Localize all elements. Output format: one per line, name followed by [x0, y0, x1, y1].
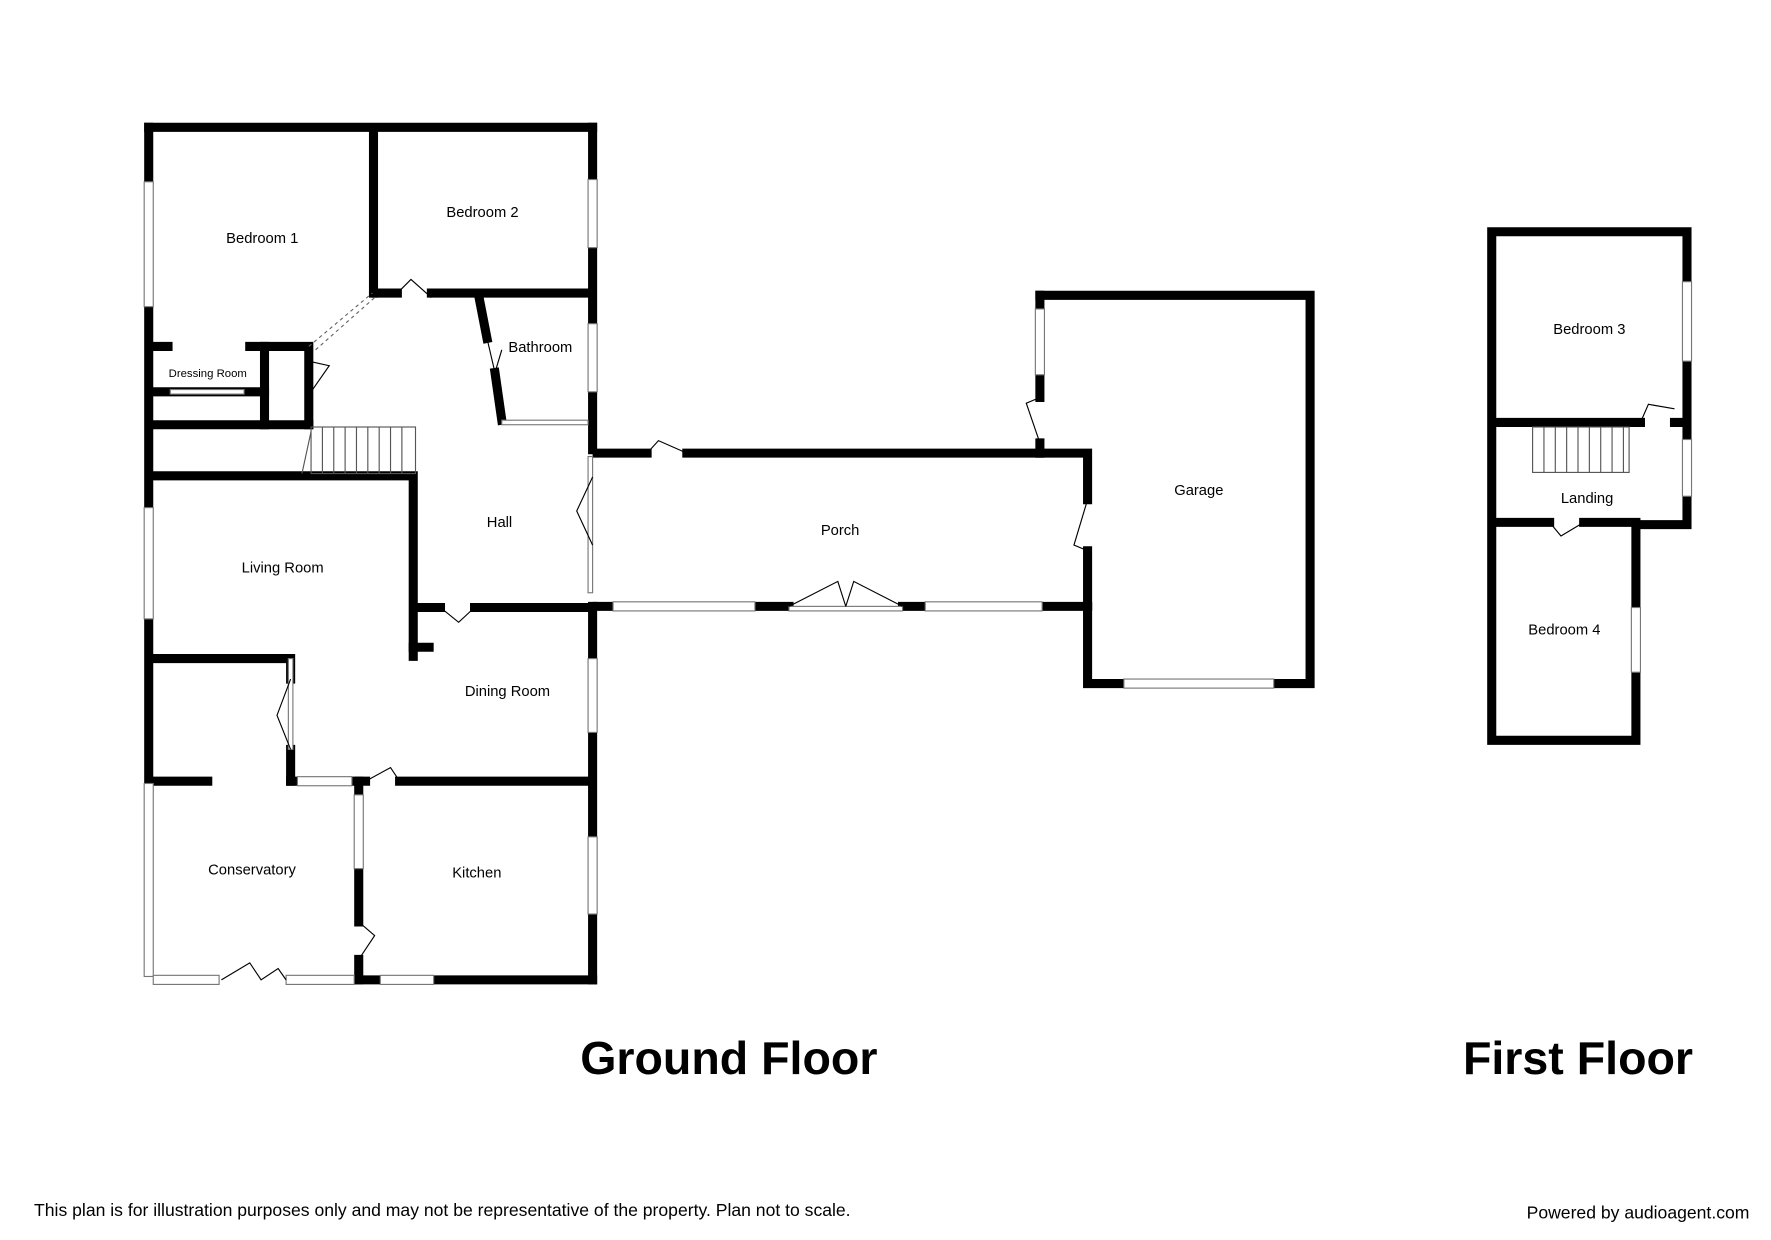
room-label-garage: Garage	[1174, 483, 1223, 499]
room-label-dining-room: Dining Room	[465, 684, 550, 700]
disclaimer-text: This plan is for illustration purposes o…	[34, 1200, 851, 1220]
room-label-porch: Porch	[821, 523, 860, 539]
first-floor-title: First Floor	[1463, 1032, 1693, 1084]
room-label-bedroom-3: Bedroom 3	[1553, 322, 1625, 338]
room-label-hall: Hall	[487, 515, 512, 531]
room-label-landing: Landing	[1561, 491, 1614, 507]
room-label-dressing-room: Dressing Room	[169, 368, 247, 380]
room-label-bedroom-2: Bedroom 2	[446, 205, 518, 221]
ground-floor-title: Ground Floor	[580, 1032, 877, 1084]
room-label-bedroom-1: Bedroom 1	[226, 231, 298, 247]
room-label-kitchen: Kitchen	[452, 866, 501, 882]
room-label-bathroom: Bathroom	[508, 340, 572, 356]
first-floor-walls	[1487, 227, 1693, 745]
ground-floor-windows	[143, 178, 1275, 985]
room-label-living-room: Living Room	[242, 560, 324, 576]
credit-text: Powered by audioagent.com	[1527, 1202, 1750, 1222]
room-label-conservatory: Conservatory	[208, 862, 296, 878]
ground-floor-stairs	[301, 426, 417, 475]
ground-floor-walls	[144, 122, 1315, 985]
room-label-bedroom-4: Bedroom 4	[1528, 623, 1600, 639]
ground-floor-doors	[221, 278, 1089, 981]
